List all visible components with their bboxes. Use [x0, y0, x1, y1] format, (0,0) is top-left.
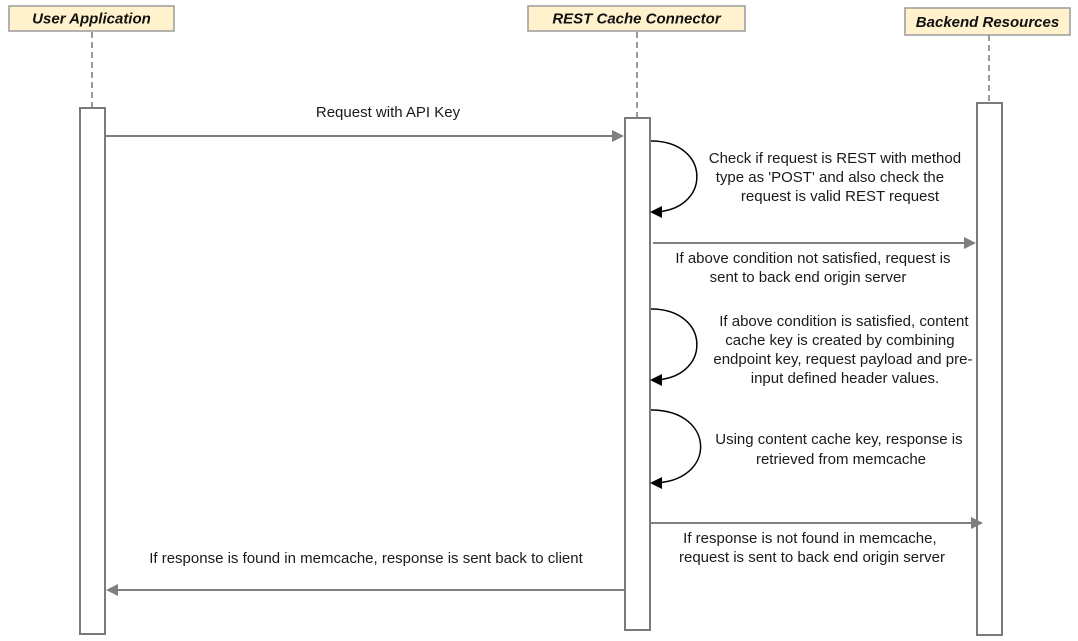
message-label: If response is found in memcache, respon…	[149, 550, 583, 567]
participant-label: REST Cache Connector	[552, 11, 722, 28]
activation-bar-rest-cache-connector	[624, 117, 651, 631]
activation-bar-user-application	[79, 107, 106, 635]
message-label: Request with API Key	[316, 104, 461, 121]
participant-backend-resources: Backend Resources	[904, 7, 1071, 36]
message-label: Using content cache key, response is ret…	[715, 431, 967, 468]
message-label: If above condition is satisfied, content…	[713, 313, 976, 387]
participant-user-application: User Application	[8, 5, 175, 32]
participant-label: Backend Resources	[916, 14, 1059, 31]
self-message-create-cache-key: If above condition is satisfied, content…	[650, 308, 976, 387]
message-label: Check if request is REST with method typ…	[709, 150, 966, 205]
message-forward-to-backend: If above condition not satisfied, reques…	[653, 237, 976, 286]
participant-label: User Application	[32, 11, 151, 28]
self-message-retrieve-from-memcache: Using content cache key, response is ret…	[650, 409, 967, 489]
self-loop-arrow	[650, 409, 702, 489]
message-request-with-api-key: Request with API Key	[105, 104, 624, 142]
participant-rest-cache-connector: REST Cache Connector	[527, 5, 746, 32]
self-message-check-rest-post: Check if request is REST with method typ…	[650, 140, 966, 218]
self-loop-arrow	[650, 140, 698, 218]
self-loop-arrow	[650, 308, 698, 386]
message-label: If above condition not satisfied, reques…	[675, 250, 954, 286]
message-not-found-forward-to-backend: If response is not found in memcache, re…	[651, 517, 983, 566]
message-response-to-client: If response is found in memcache, respon…	[106, 550, 625, 596]
activation-bar-backend-resources	[976, 102, 1003, 636]
message-label: If response is not found in memcache, re…	[679, 530, 945, 566]
